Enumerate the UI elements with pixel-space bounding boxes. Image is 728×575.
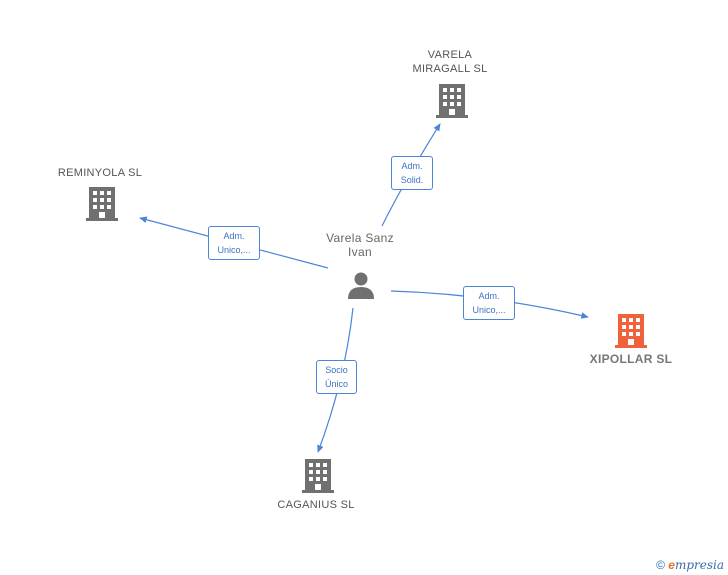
edge-label-caganius: Socio Único (316, 360, 357, 394)
center-person-name: Varela Sanz Ivan (326, 231, 394, 259)
company-name-caganius[interactable]: CAGANIUS SL (277, 499, 355, 511)
company-name-varela[interactable]: VARELA MIRAGALL SL (412, 49, 488, 75)
edge-label-line: Socio (325, 365, 348, 375)
brand-name: mpresia (674, 558, 724, 572)
building-icon[interactable] (302, 459, 334, 498)
edge-label-line: Unico,... (217, 245, 251, 255)
brand-logo-e: e (668, 558, 675, 572)
edge-label-line: Adm. (223, 231, 245, 241)
person-icon[interactable] (346, 270, 376, 305)
edge-label-line: Unico,... (472, 305, 506, 315)
company-name-reminyola[interactable]: REMINYOLA SL (57, 167, 143, 179)
edge-label-line: Único (324, 379, 348, 389)
copyright-icon: © (656, 558, 665, 572)
edge-label-line: Solid. (400, 175, 424, 185)
edge-label-reminyola: Adm. Unico,... (208, 226, 260, 260)
building-icon[interactable] (436, 84, 468, 123)
edge-label-xipollar: Adm. Unico,... (463, 286, 515, 320)
footer-brand[interactable]: © empresia (656, 558, 724, 572)
building-icon[interactable] (86, 187, 118, 226)
edge-label-varela: Adm. Solid. (391, 156, 433, 190)
company-name-xipollar[interactable]: XIPOLLAR SL (589, 352, 673, 366)
edge-label-line: Adm. (401, 161, 423, 171)
building-icon-highlighted[interactable] (615, 314, 647, 353)
edge-label-line: Adm. (478, 291, 500, 301)
